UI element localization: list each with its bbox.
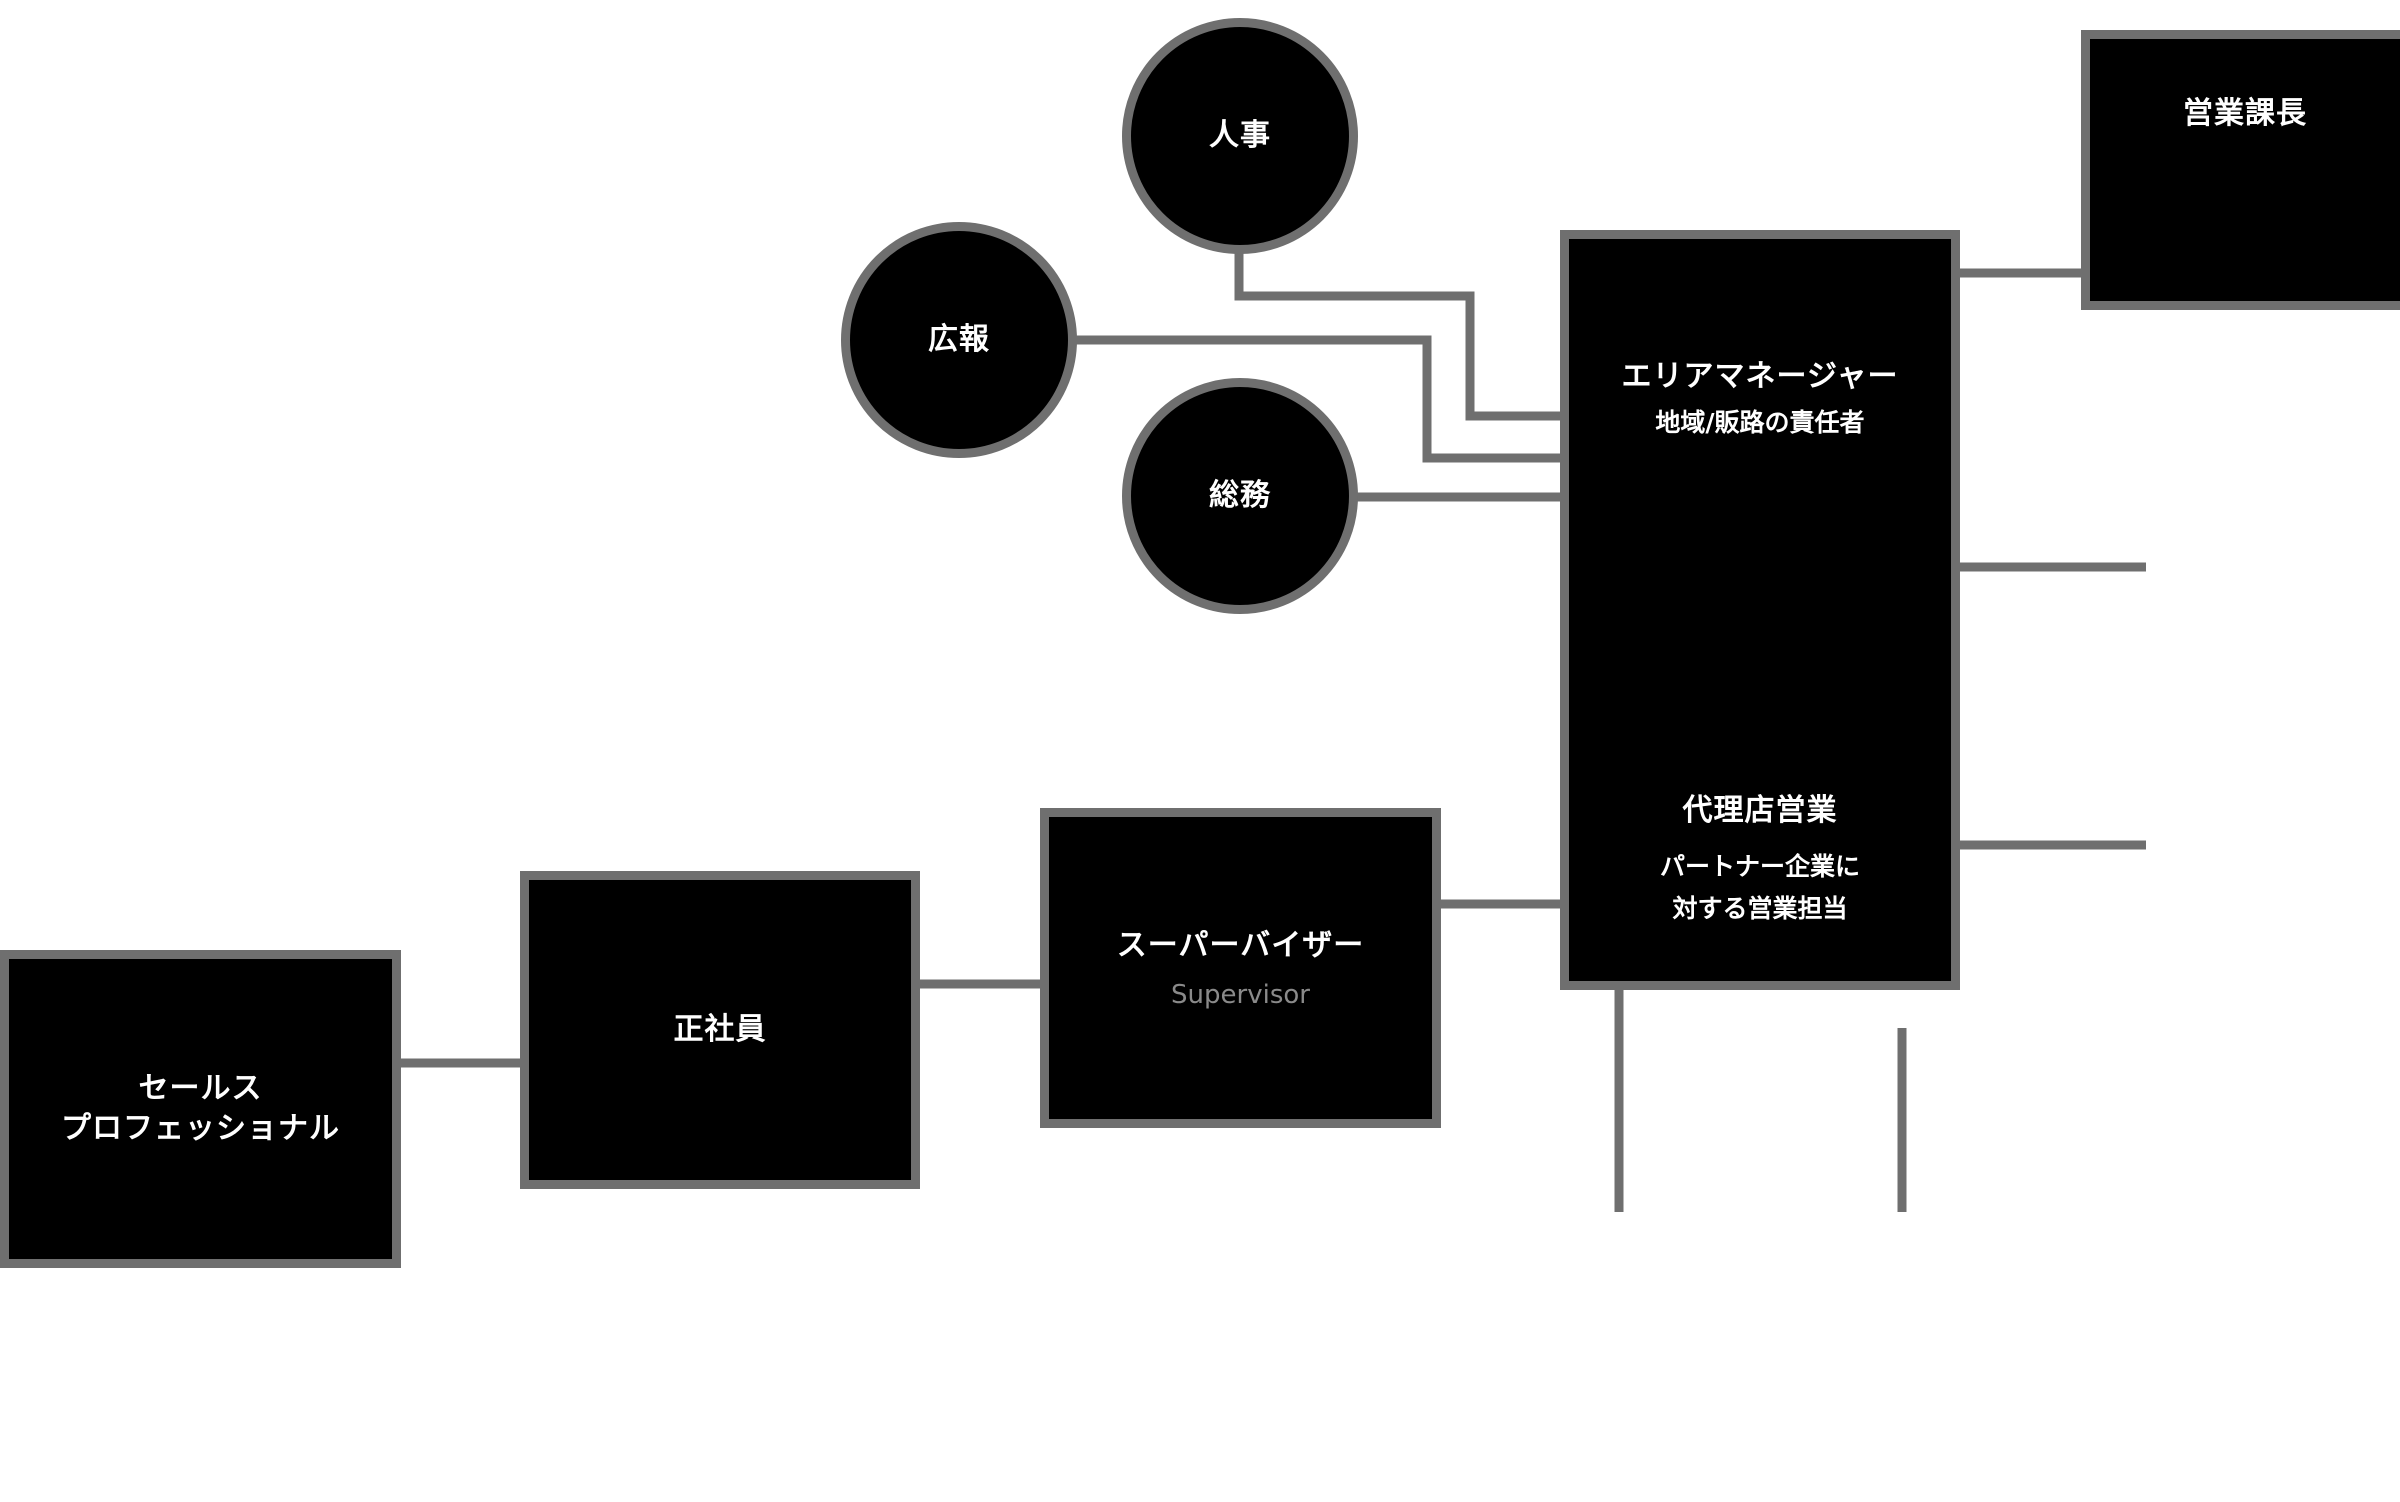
node-area-manager: エリアマネージャー 地域/販路の責任者 代理店営業 パートナー企業に 対する営業… [1560,230,1960,990]
node-supervisor-label: スーパーバイザー [1116,927,1365,963]
node-seishain-label: 正社員 [673,1011,767,1047]
node-eigyo-kacho-label: 営業課長 [2183,96,2307,131]
connector-jinji [1234,252,1565,421]
node-supervisor: スーパーバイザー Supervisor [1040,808,1441,1128]
node-kouhou: 広報 [841,222,1077,458]
node-area-manager-label: エリアマネージャー [1621,359,1899,394]
node-sales-pro: セールス プロフェッショナル [0,950,401,1268]
node-jinji: 人事 [1122,18,1358,254]
node-dairiten-label: 代理店営業 [1682,793,1838,828]
node-dairiten-sublabel: パートナー企業に 対する営業担当 [1659,851,1860,924]
node-seishain: 正社員 [520,871,920,1189]
node-eigyo-kacho: 営業課長 [2081,30,2400,310]
node-jinji-label: 人事 [1209,117,1271,153]
node-area-manager-sublabel: 地域/販路の責任者 [1655,407,1865,437]
node-supervisor-sublabel: Supervisor [1171,980,1310,1011]
node-soumu: 総務 [1122,378,1358,614]
node-soumu-label: 総務 [1209,477,1271,513]
connector-kouhou [1070,335,1565,463]
node-sales-pro-label: セールス プロフェッショナル [61,1070,340,1147]
node-kouhou-label: 広報 [928,321,990,357]
